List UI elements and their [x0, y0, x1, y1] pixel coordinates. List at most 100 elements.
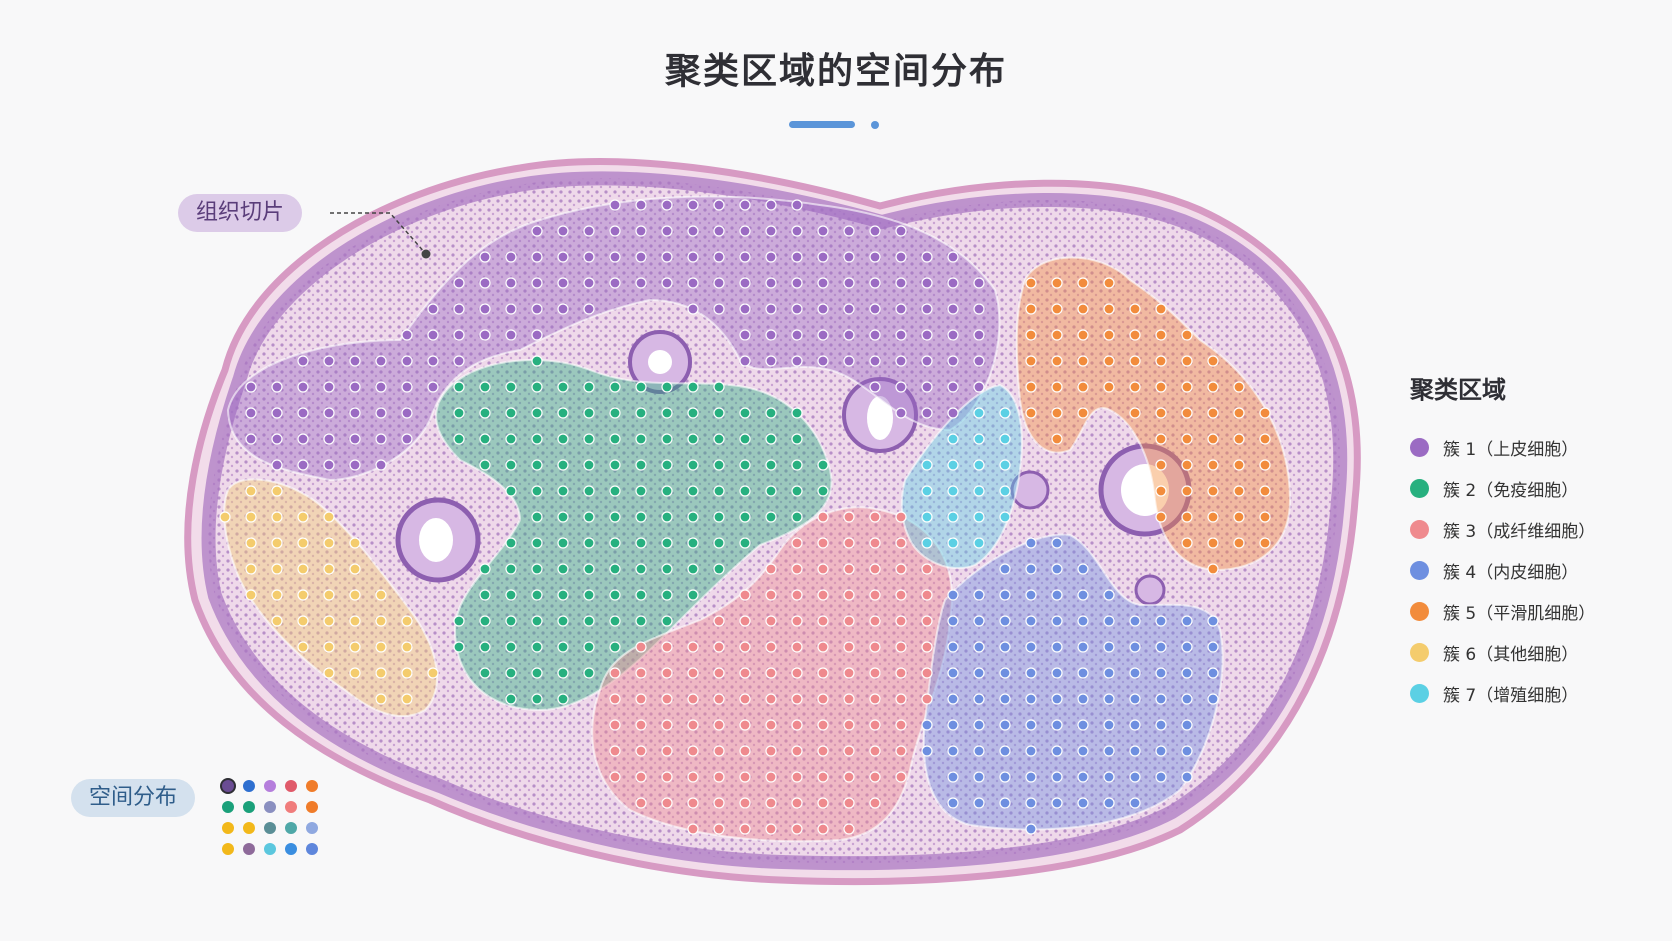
spot	[1077, 797, 1089, 809]
spot	[271, 563, 283, 575]
spot	[531, 537, 543, 549]
spot	[349, 355, 361, 367]
spot	[583, 381, 595, 393]
spot	[921, 485, 933, 497]
spot	[1181, 459, 1193, 471]
spot	[661, 459, 673, 471]
spot	[245, 433, 257, 445]
spot	[1051, 667, 1063, 679]
legend-item: 簇 6（其他细胞）	[1410, 632, 1660, 673]
spot	[1259, 433, 1271, 445]
spot	[297, 407, 309, 419]
spot	[817, 251, 829, 263]
spot	[817, 667, 829, 679]
spot	[921, 355, 933, 367]
spot	[765, 511, 777, 523]
spot	[375, 407, 387, 419]
spot	[1077, 719, 1089, 731]
spot	[843, 823, 855, 835]
spot	[947, 641, 959, 653]
spot	[947, 615, 959, 627]
spot	[999, 511, 1011, 523]
spot	[1233, 459, 1245, 471]
spot	[375, 615, 387, 627]
spot	[947, 355, 959, 367]
spot	[1051, 771, 1063, 783]
spot	[661, 693, 673, 705]
spot	[817, 771, 829, 783]
spot	[947, 771, 959, 783]
spot	[1207, 355, 1219, 367]
spot	[817, 745, 829, 757]
legend-swatch	[1410, 520, 1429, 539]
spot	[245, 381, 257, 393]
spot	[349, 459, 361, 471]
spot	[791, 251, 803, 263]
spot	[1181, 537, 1193, 549]
spot	[765, 563, 777, 575]
spot	[1259, 485, 1271, 497]
spot	[1103, 719, 1115, 731]
spot	[999, 485, 1011, 497]
spot	[297, 355, 309, 367]
spot	[791, 303, 803, 315]
spot	[609, 615, 621, 627]
spot	[531, 303, 543, 315]
spot	[895, 303, 907, 315]
palette-dot	[285, 801, 297, 813]
tissue-label: 组织切片	[178, 194, 303, 232]
spot	[791, 485, 803, 497]
spot	[895, 771, 907, 783]
spot	[661, 225, 673, 237]
spot	[531, 225, 543, 237]
spot	[687, 433, 699, 445]
spot	[1077, 589, 1089, 601]
spot	[817, 329, 829, 341]
title-decoration	[789, 121, 879, 129]
spot	[843, 537, 855, 549]
spot	[895, 355, 907, 367]
spot	[713, 537, 725, 549]
spot	[817, 355, 829, 367]
spot	[661, 381, 673, 393]
spot	[401, 641, 413, 653]
spot	[791, 693, 803, 705]
spot	[817, 511, 829, 523]
spot	[791, 225, 803, 237]
spot	[401, 329, 413, 341]
spatial-label: 空间分布	[71, 779, 196, 817]
spot	[713, 407, 725, 419]
spot	[635, 407, 647, 419]
spot	[1233, 381, 1245, 393]
spot	[531, 641, 543, 653]
spot	[583, 459, 595, 471]
spot	[739, 459, 751, 471]
spot	[531, 693, 543, 705]
spot	[479, 667, 491, 679]
spot	[635, 641, 647, 653]
spot	[973, 589, 985, 601]
spot	[1233, 537, 1245, 549]
spot	[973, 641, 985, 653]
legend-swatch	[1410, 561, 1429, 580]
cluster-region	[922, 533, 1224, 831]
spot	[661, 667, 673, 679]
spot	[687, 693, 699, 705]
spot	[1025, 355, 1037, 367]
spot	[739, 511, 751, 523]
spot	[921, 667, 933, 679]
spot	[713, 667, 725, 679]
spot	[661, 771, 673, 783]
spot	[635, 537, 647, 549]
spot	[1077, 771, 1089, 783]
spot	[791, 433, 803, 445]
spot	[557, 277, 569, 289]
palette-dot	[243, 843, 255, 855]
spot	[817, 459, 829, 471]
spot	[453, 355, 465, 367]
spot	[1259, 459, 1271, 471]
spot	[609, 511, 621, 523]
spot	[375, 693, 387, 705]
spot	[661, 797, 673, 809]
spot	[687, 745, 699, 757]
